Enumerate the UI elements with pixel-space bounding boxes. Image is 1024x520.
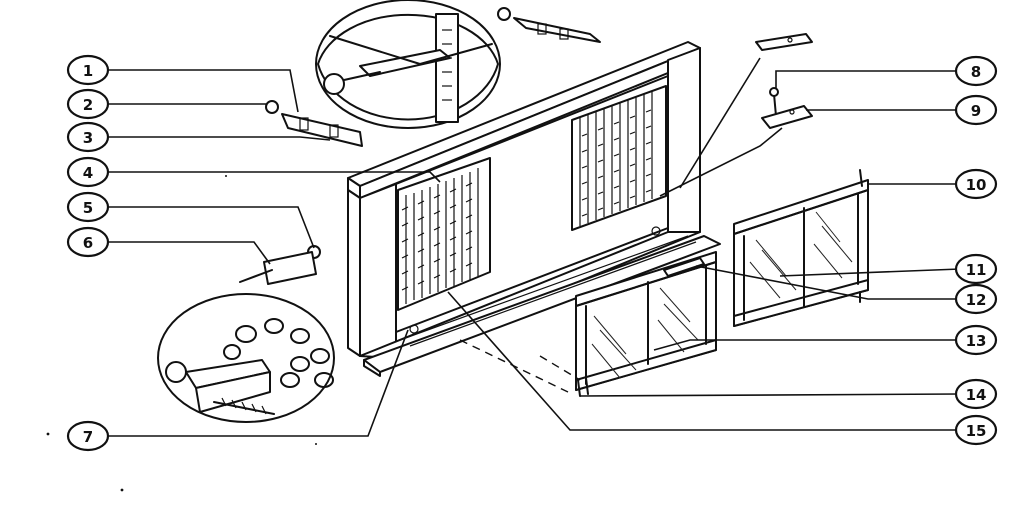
callout-label-8: 8	[971, 63, 981, 81]
bottom-detail-inset	[157, 293, 335, 423]
callout-14: 14	[954, 378, 998, 410]
callout-10: 10	[954, 168, 998, 200]
callout-label-2: 2	[83, 96, 93, 114]
callout-label-15: 15	[966, 422, 987, 440]
callout-label-5: 5	[83, 199, 93, 217]
main-frame	[347, 41, 721, 377]
callout-8: 8	[954, 55, 998, 87]
callout-label-1: 1	[83, 62, 93, 80]
callout-label-10: 10	[966, 176, 987, 194]
callout-5: 5	[66, 191, 110, 223]
callout-label-11: 11	[966, 261, 987, 279]
callout-13: 13	[954, 324, 998, 356]
callout-4: 4	[66, 156, 110, 188]
left-filter-panel	[397, 157, 491, 311]
right-filter-panel	[571, 85, 667, 231]
latch-bracket	[265, 100, 363, 147]
top-bracket	[497, 7, 601, 43]
callout-label-9: 9	[971, 102, 981, 120]
scan-specks	[46, 175, 317, 492]
window-sash-middle	[575, 251, 717, 397]
window-sash-right	[733, 169, 869, 327]
callout-2: 2	[66, 88, 110, 120]
callout-label-12: 12	[966, 291, 987, 309]
callout-9: 9	[954, 94, 998, 126]
callout-3: 3	[66, 121, 110, 153]
callout-label-3: 3	[83, 129, 93, 147]
callout-label-14: 14	[966, 386, 987, 404]
pin-and-screw	[239, 245, 321, 285]
callout-6: 6	[66, 226, 110, 258]
clip-parts	[755, 33, 813, 129]
callout-7: 7	[66, 420, 110, 452]
callout-label-6: 6	[83, 234, 93, 252]
dashed-guides	[459, 339, 581, 393]
callout-label-4: 4	[83, 164, 93, 182]
callout-12: 12	[954, 283, 998, 315]
callout-1: 1	[66, 54, 110, 86]
leader-lines	[104, 57, 961, 437]
callout-11: 11	[954, 253, 998, 285]
callout-15: 15	[954, 414, 998, 446]
callout-label-7: 7	[83, 428, 93, 446]
top-detail-inset	[315, 0, 501, 129]
callout-label-13: 13	[966, 332, 987, 350]
